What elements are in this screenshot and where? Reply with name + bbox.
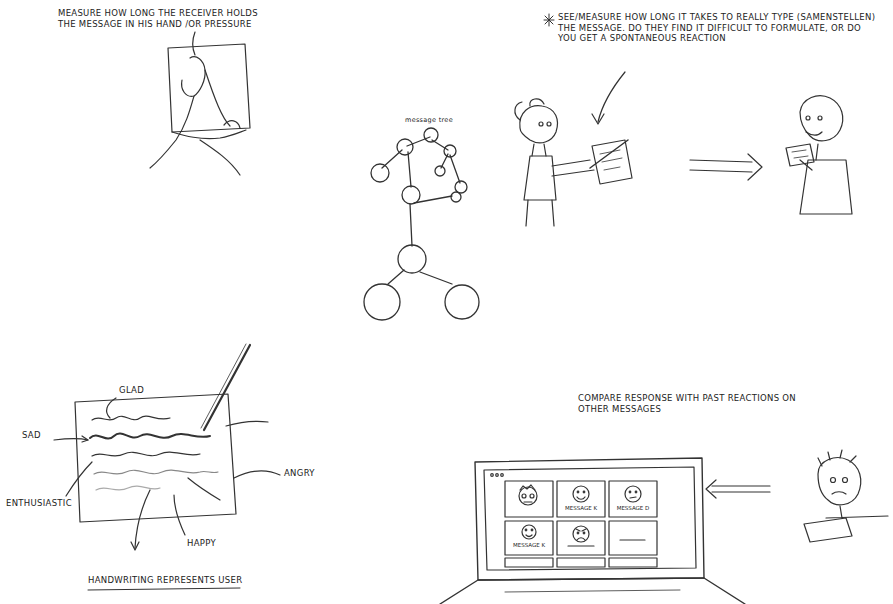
sketch-note: MEASURE HOW LONG THE RECEIVER HOLDS THE … (58, 8, 258, 29)
sketch-note: HAPPY (187, 538, 237, 549)
sketch-note: ANGRY (284, 468, 334, 479)
sketch-note: SEE/MEASURE HOW LONG IT TAKES TO REALLY … (558, 12, 878, 44)
screen-cell: MESSAGE D (609, 505, 657, 513)
sketch-note: COMPARE RESPONSE WITH PAST REACTIONS ON … (578, 393, 828, 414)
cell-label: MESSAGE D (609, 505, 657, 511)
sketch-note: HANDWRITING REPRESENTS USER (88, 575, 288, 586)
sketch-note: GLAD (119, 385, 159, 396)
sketch-note: ENTHUSIASTIC (6, 498, 86, 509)
cell-label: MESSAGE K (505, 542, 553, 548)
screen-cell: MESSAGE K (505, 542, 553, 550)
sketch-note: SAD (22, 430, 52, 441)
tree-caption: message tree (405, 116, 475, 124)
cell-label: MESSAGE K (557, 505, 605, 511)
screen-cell: MESSAGE K (557, 505, 605, 513)
